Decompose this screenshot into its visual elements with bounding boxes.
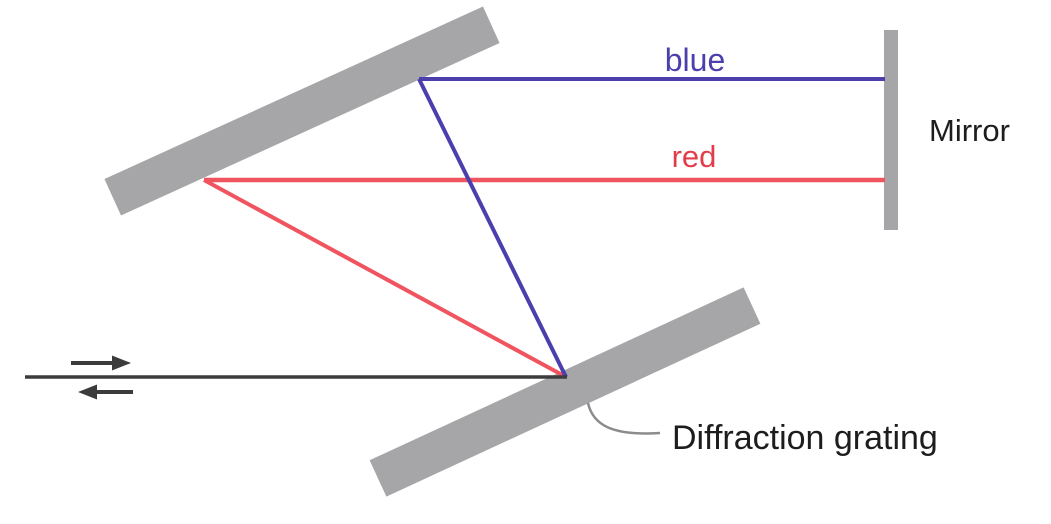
diffraction-grating-bar (369, 287, 761, 497)
arrow-right-head (112, 355, 131, 371)
mirror-bar (884, 30, 898, 230)
mirror-label: Mirror (929, 113, 1010, 148)
grating-label-leader-line (586, 402, 661, 435)
upper-reflector-group (104, 6, 500, 216)
blue-ray-label: blue (665, 42, 726, 78)
arrow-right-icon (71, 355, 131, 371)
red-ray-label: red (672, 139, 717, 174)
arrow-left-head (78, 384, 97, 400)
arrow-left-icon (78, 384, 133, 400)
diffraction-grating-label: Diffraction grating (672, 419, 938, 457)
red-ray-diagonal (203, 178, 567, 379)
upper-reflector-bar (104, 6, 500, 216)
diffraction-grating-group (369, 287, 761, 497)
blue-ray-diagonal (417, 78, 568, 378)
